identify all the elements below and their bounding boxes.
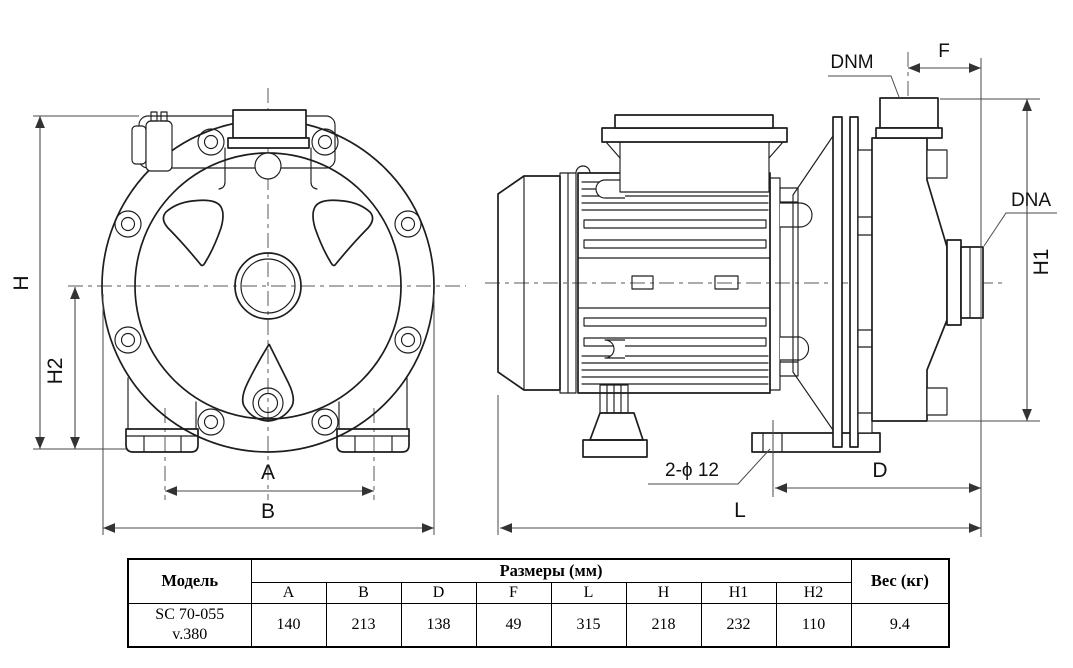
value-a: 140 [250,603,327,648]
capacitor-pin [150,111,158,122]
model-name: SC 70-055 [155,606,225,623]
col-header-f: F [475,582,552,604]
front-dimensions: H H2 A B [10,115,435,535]
value-d: 138 [400,603,477,648]
top-port-front [218,109,318,190]
dim-label-dnm: DNM [830,52,873,73]
value-b: 213 [325,603,402,648]
lifting-eye [575,165,591,174]
front-centerlines [68,88,466,500]
side-dimensions: F DNM H1 DNA 2-ϕ 12 D L [497,41,1057,537]
dim-label-h1: H1 [1030,249,1053,276]
sizes-header: Размеры (мм) [250,558,852,583]
pump-casing [832,97,984,448]
casing-flange-disc [849,116,859,448]
model-voltage: v.380 [172,626,208,643]
col-header-d: D [400,582,477,604]
value-weight: 9.4 [850,603,950,648]
tie-rod [604,339,625,359]
suction-eye-outer [234,252,302,320]
capacitor [145,120,173,172]
weight-header: Вес (кг) [850,558,950,604]
model-header: Модель [127,558,252,604]
value-l: 315 [550,603,627,648]
dim-label-f: F [938,41,950,62]
terminal-box [601,114,788,193]
front-feet [125,377,410,453]
front-view: H H2 A B [10,88,466,535]
col-header-h2: H2 [775,582,852,604]
fan-cover [497,165,591,394]
capacitor-tab [131,125,147,165]
casing-flange-disc [832,116,843,448]
motor-foot [582,384,648,458]
value-h1: 232 [700,603,777,648]
casing-cutouts [162,199,374,422]
dim-label-h2: H2 [44,358,67,385]
dim-label-holes: 2-ϕ 12 [665,460,719,481]
table-row: SC 70-055 v.380 140 213 138 49 315 218 2… [127,603,950,648]
dim-label-d: D [872,459,887,482]
side-view: F DNM H1 DNA 2-ϕ 12 D L [485,41,1057,537]
suction-eye-inner [240,258,296,314]
dim-label-h: H [10,275,33,290]
tie-rod-end [780,202,813,228]
suction-port-dna [946,239,984,326]
dim-label-l: L [734,499,746,522]
cooling-fins [577,181,771,385]
adapter-bracket [779,132,836,434]
col-header-a: A [250,582,327,604]
dimensions-table: Модель Размеры (мм) Вес (кг) A B D F L H… [127,558,951,648]
dimension-table-wrap: Модель Размеры (мм) Вес (кг) A B D F L H… [127,558,951,648]
tie-rod [595,179,625,199]
dim-label-b: B [261,500,275,523]
col-header-h1: H1 [700,582,777,604]
col-header-b: B [325,582,402,604]
value-f: 49 [475,603,552,648]
terminal-bracket [131,111,336,172]
dim-label-dna: DNA [1011,190,1051,211]
dim-label-a: A [261,461,275,484]
capacitor-pin [160,111,168,122]
pump-foot [751,432,881,453]
col-header-l: L [550,582,627,604]
col-header-h: H [625,582,702,604]
flange-bolt-holes [114,128,422,436]
casing-body [871,137,948,422]
discharge-port-dnm [875,97,943,139]
tie-rod-end [780,336,810,361]
value-h2: 110 [775,603,852,648]
value-h: 218 [625,603,702,648]
model-cell: SC 70-055 v.380 [127,603,252,648]
